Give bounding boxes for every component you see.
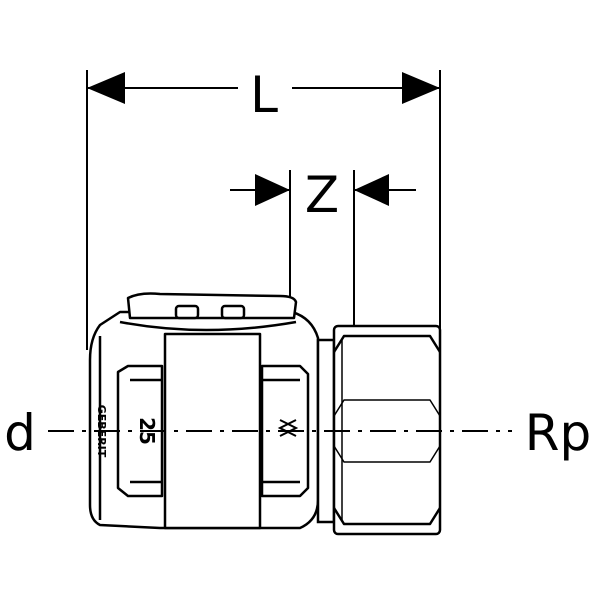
- label-l: L: [250, 66, 278, 124]
- clip-slot-right: [220, 304, 246, 320]
- press-fitting-body: [88, 292, 320, 530]
- hex-face-top: [332, 334, 442, 353]
- fitting-top-clip: [126, 292, 298, 320]
- clip-slot-left: [174, 304, 200, 320]
- hex-face-middle-upper: [333, 399, 441, 417]
- hex-face-bottom: [332, 507, 442, 526]
- arrowhead-l-right: [402, 72, 440, 104]
- label-rp: Rp: [525, 404, 591, 462]
- label-d: d: [4, 404, 36, 462]
- dimension-z: [230, 170, 416, 420]
- arrowhead-l-left: [87, 72, 125, 104]
- hex-face-middle-lower: [333, 445, 441, 463]
- insertion-mark-icon: [277, 419, 299, 437]
- label-z: Z: [305, 166, 339, 224]
- arrowhead-z-right: [354, 174, 389, 206]
- dimension-l: [86, 70, 441, 350]
- clip-lower-rim: [119, 320, 297, 332]
- arrowhead-z-left: [255, 174, 290, 206]
